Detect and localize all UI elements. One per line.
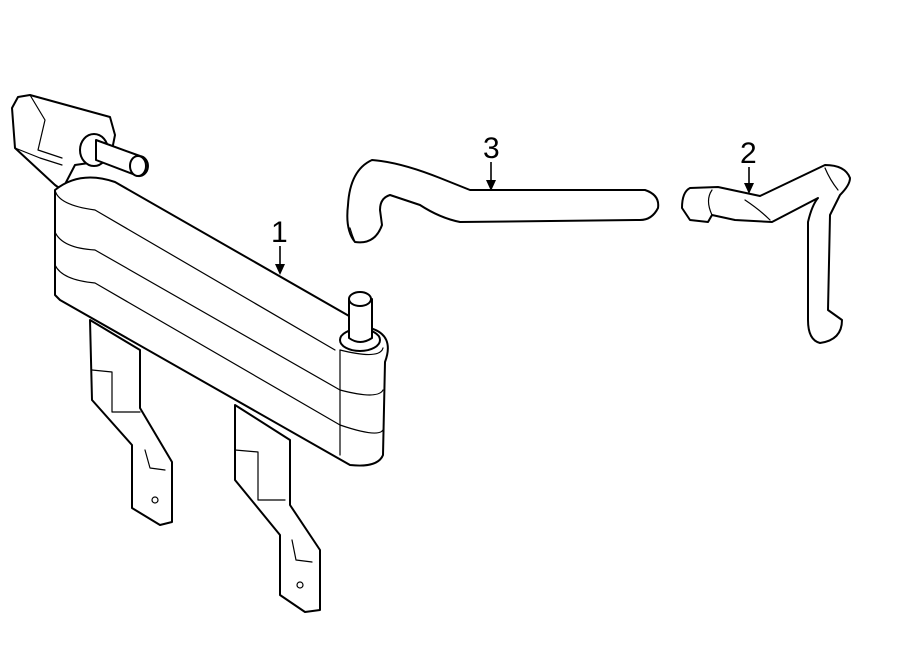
upper-mounting-tab — [11, 94, 116, 191]
callout-3-label: 3 — [483, 132, 500, 165]
cooler-body — [54, 176, 389, 467]
callout-1: 1 — [271, 216, 288, 275]
hose-2-body — [681, 164, 851, 344]
callout-3: 3 — [483, 132, 500, 191]
hose-part-3[interactable] — [346, 159, 660, 244]
hose-part-2[interactable] — [681, 164, 851, 344]
callout-1-label: 1 — [271, 216, 288, 249]
oil-cooler-part-1[interactable] — [11, 94, 389, 613]
callout-2-label: 2 — [740, 137, 757, 170]
hose-3-body — [346, 159, 660, 244]
callout-2: 2 — [740, 137, 757, 194]
outlet-fitting — [348, 298, 373, 343]
